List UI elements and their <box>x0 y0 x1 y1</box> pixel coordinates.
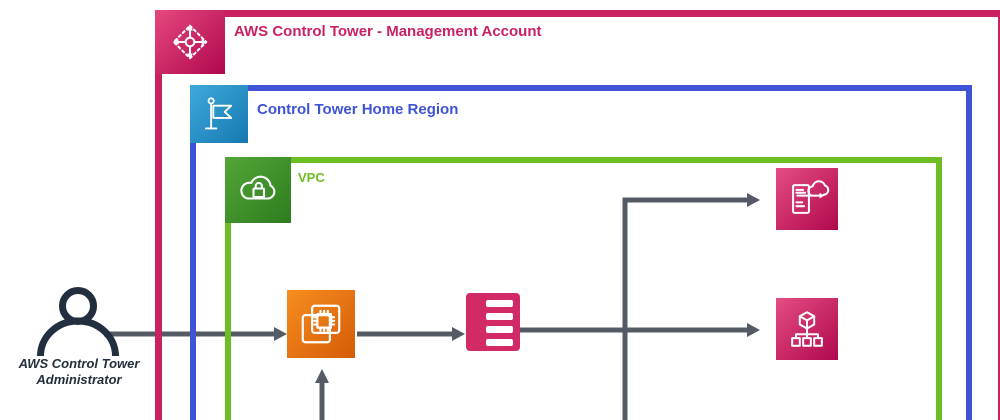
vpc-cloud-lock-icon <box>225 157 291 223</box>
organizations-cube-tree-icon <box>776 298 838 360</box>
management-account-title: AWS Control Tower - Management Account <box>234 23 542 40</box>
home-region-box <box>190 85 972 420</box>
ec2-instances-icon <box>287 290 355 358</box>
administrator-label-line1: AWS Control Tower <box>18 356 140 371</box>
control-tower-icon <box>155 10 225 74</box>
vpc-title: VPC <box>298 170 325 185</box>
arrowhead-right <box>747 323 760 337</box>
region-flag-icon <box>190 85 248 143</box>
administrator-label: AWS Control Tower Administrator <box>0 356 158 388</box>
vpc-box <box>225 157 942 420</box>
arrowhead-right <box>747 193 760 207</box>
arrowhead-right <box>452 327 465 341</box>
management-account-box <box>155 10 1000 420</box>
arrowhead-right <box>274 327 287 341</box>
cloudformation-document-cloud-icon <box>776 168 838 230</box>
person-icon <box>37 287 119 357</box>
administrator-label-line2: Administrator <box>36 372 122 387</box>
arrowhead-up <box>315 369 329 383</box>
arrow-branch-to-cloudformation <box>622 197 747 420</box>
resource-list-icon <box>466 293 520 351</box>
home-region-title: Control Tower Home Region <box>257 101 459 118</box>
